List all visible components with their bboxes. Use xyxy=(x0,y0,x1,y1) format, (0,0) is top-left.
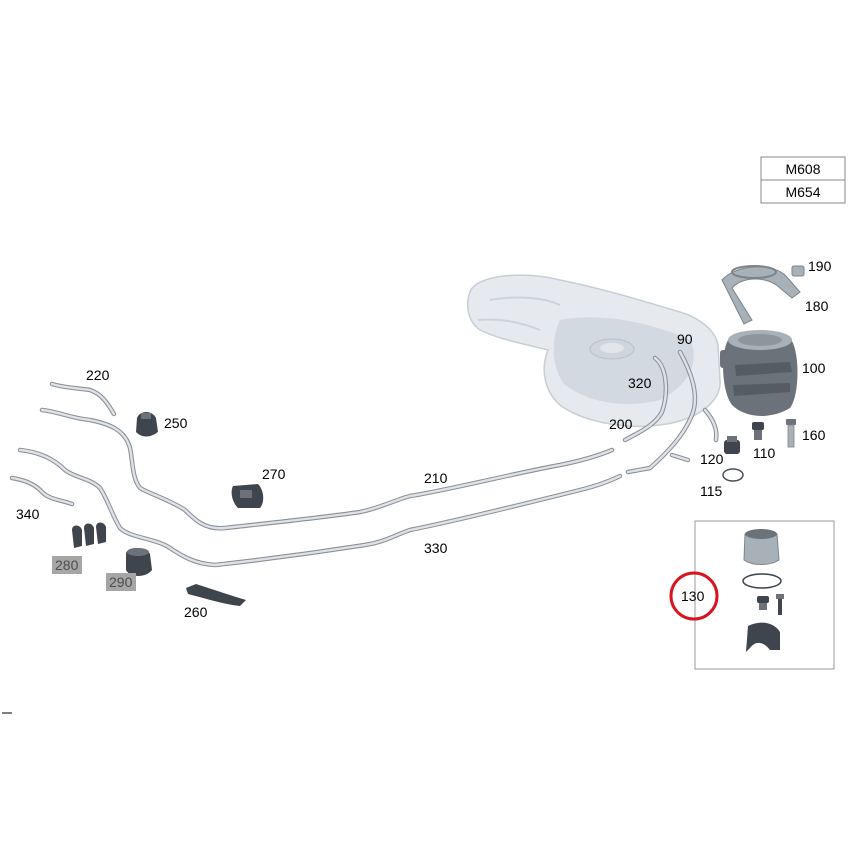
callout-220[interactable]: 220 xyxy=(86,367,110,383)
fuel-line-220 xyxy=(49,381,117,417)
fuel-line-340 xyxy=(9,475,75,507)
fuel-filter-housing xyxy=(720,330,798,416)
holder-270 xyxy=(231,484,264,508)
callout-260[interactable]: 260 xyxy=(184,604,208,620)
callout-120[interactable]: 120 xyxy=(700,451,724,467)
engine-variant-table: M608 M654 xyxy=(760,156,846,204)
callout-90[interactable]: 90 xyxy=(677,331,693,347)
callout-290-bg xyxy=(106,573,136,591)
callout-270[interactable]: 270 xyxy=(262,466,286,482)
callout-280-bg xyxy=(52,556,82,574)
engine-code-2: M654 xyxy=(785,184,820,200)
callout-210[interactable]: 210 xyxy=(424,470,448,486)
callout-100[interactable]: 100 xyxy=(802,360,826,376)
clip-250 xyxy=(136,412,158,437)
callouts: 90 100 110 115 120 130 160 180 190 200 2… xyxy=(16,258,832,620)
callout-115[interactable]: 115 xyxy=(700,483,723,499)
engine-cell-2 xyxy=(760,179,846,204)
callout-280[interactable]: 280 xyxy=(55,557,79,573)
clips-280 xyxy=(72,522,106,548)
callout-250[interactable]: 250 xyxy=(164,415,188,431)
grommet-290 xyxy=(126,548,152,576)
filter-bracket xyxy=(721,265,801,325)
engine-code-1: M608 xyxy=(785,161,820,177)
callout-330[interactable]: 330 xyxy=(424,540,448,556)
o-ring xyxy=(722,468,744,482)
callout-200[interactable]: 200 xyxy=(609,416,633,432)
callout-190[interactable]: 190 xyxy=(808,258,832,274)
filter-insert-kit xyxy=(742,529,784,652)
nut xyxy=(791,265,805,277)
drain-plug xyxy=(752,422,764,440)
short-fuel-lines xyxy=(622,349,719,475)
bolt xyxy=(786,419,796,448)
fuel-line-330 xyxy=(17,447,623,568)
callout-130[interactable]: 130 xyxy=(681,588,705,604)
guard-260 xyxy=(186,584,246,606)
callout-180[interactable]: 180 xyxy=(805,298,829,314)
callout-340[interactable]: 340 xyxy=(16,506,40,522)
fuel-tank xyxy=(467,274,721,428)
highlight-ring xyxy=(669,571,719,621)
water-sensor xyxy=(724,436,740,454)
callout-290[interactable]: 290 xyxy=(109,574,133,590)
callout-320[interactable]: 320 xyxy=(628,375,652,391)
fuel-line-210 xyxy=(39,407,615,531)
callout-110[interactable]: 110 xyxy=(753,445,776,461)
detail-inset-frame xyxy=(694,520,835,670)
callout-160[interactable]: 160 xyxy=(802,427,826,443)
